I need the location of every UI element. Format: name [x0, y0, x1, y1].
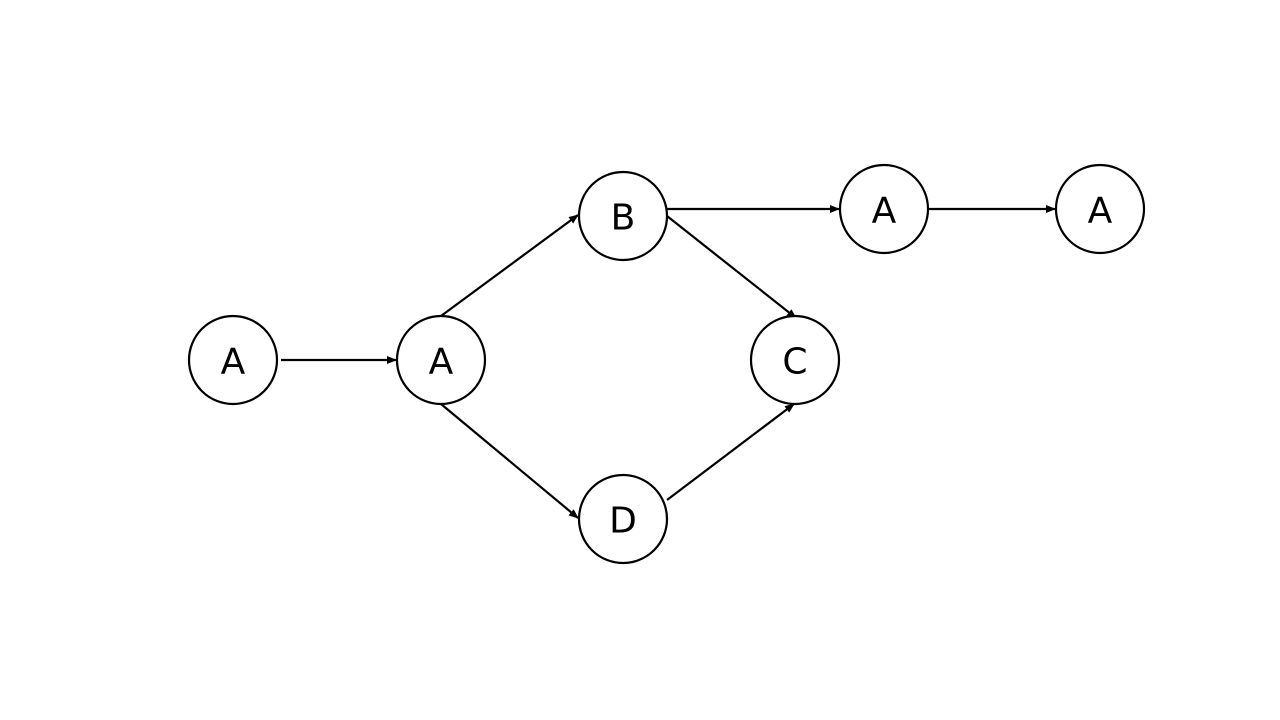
node-label: C [782, 342, 807, 383]
graph-node: D [577, 473, 669, 565]
nodes-layer: A A B D C A A [187, 163, 1146, 565]
node-circle [838, 163, 930, 255]
node-circle [395, 314, 487, 406]
node-circle [577, 170, 669, 262]
edges-layer [281, 205, 1056, 519]
edge-n2-n3 [440, 214, 579, 317]
edge-n3-n5 [666, 215, 797, 319]
node-label: A [1088, 191, 1113, 232]
node-label: B [611, 198, 636, 239]
edge-n4-n5 [666, 403, 795, 501]
graph-node: A [838, 163, 930, 255]
node-label: A [872, 191, 897, 232]
graph-node: B [577, 170, 669, 262]
node-label: A [429, 342, 454, 383]
graph-node: C [749, 314, 841, 406]
graph-node: A [395, 314, 487, 406]
node-circle [187, 314, 279, 406]
edge-n2-n4 [440, 403, 579, 519]
node-circle [1054, 163, 1146, 255]
node-circle [577, 473, 669, 565]
graph-node: A [187, 314, 279, 406]
node-label: A [221, 342, 246, 383]
node-label: D [609, 501, 637, 542]
graph-node: A [1054, 163, 1146, 255]
node-circle [749, 314, 841, 406]
